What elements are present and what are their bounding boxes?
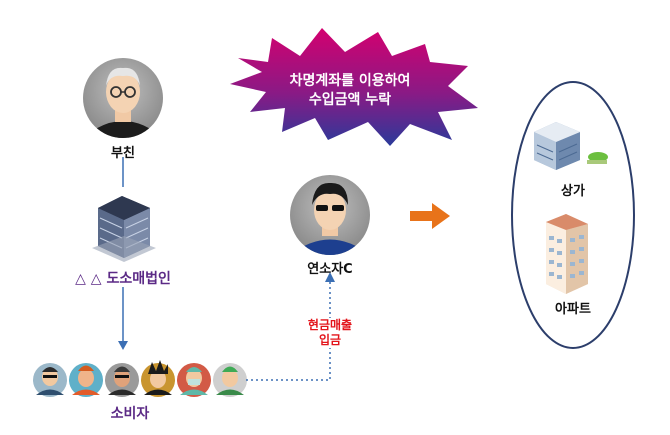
consumer-group xyxy=(33,360,247,397)
office-building-icon xyxy=(92,196,156,262)
consumer-label: 소비자 xyxy=(110,406,150,422)
apartment-label: 아파트 xyxy=(555,302,591,317)
consumer-avatar-1 xyxy=(33,363,67,397)
burst-line-1: 차명계좌를 이용하여 xyxy=(289,73,411,89)
cash-flow-arrowhead xyxy=(325,272,335,282)
consumer-avatar-3 xyxy=(105,363,139,397)
shop-label: 상가 xyxy=(561,184,585,199)
apartment-building-icon xyxy=(546,214,588,294)
burst-text: 차명계좌를 이용하여 수입금액 누락 xyxy=(225,72,475,110)
son-label: 연소자C xyxy=(307,262,353,277)
cash-flow-line-1: 현금매출 xyxy=(307,318,353,332)
company-consumer-arrowhead xyxy=(118,341,128,350)
commercial-building-icon xyxy=(534,122,608,170)
burst-line-2: 수입금액 누락 xyxy=(308,92,392,108)
consumer-avatar-4 xyxy=(141,360,175,397)
burst-shape xyxy=(230,28,478,146)
cash-flow-label: 현금매출 입금 xyxy=(295,318,365,348)
company-label: △ △ 도소매법인 xyxy=(75,271,171,287)
consumer-avatar-2 xyxy=(69,363,103,397)
consumer-avatar-5 xyxy=(177,363,211,397)
elderly-man-avatar-icon xyxy=(83,58,163,138)
orange-right-arrow xyxy=(410,203,450,229)
assets-ellipse xyxy=(511,81,635,349)
cash-flow-dotted-line xyxy=(246,278,331,381)
cash-flow-line-2: 입금 xyxy=(318,333,342,347)
young-man-sunglasses-avatar-icon xyxy=(290,175,370,255)
consumer-avatar-6 xyxy=(213,363,247,397)
father-label: 부친 xyxy=(111,146,135,161)
